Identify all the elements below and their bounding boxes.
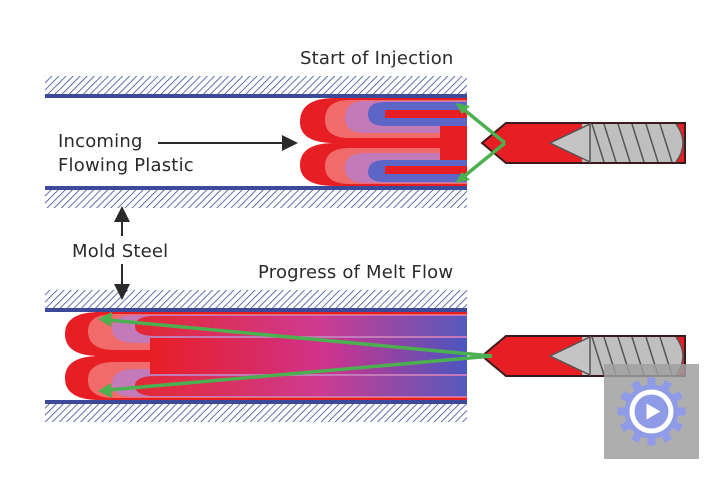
top-mold — [45, 76, 467, 208]
bottom-mold — [45, 290, 467, 422]
bottom-flow-arrows — [98, 312, 493, 398]
top-mold-lower-wall — [45, 190, 467, 208]
bottom-mold-lower-wall — [45, 404, 467, 422]
start-of-injection-label: Start of Injection — [300, 48, 454, 69]
gear-play-icon — [617, 377, 686, 446]
incoming-label-line1: Incoming — [58, 131, 143, 152]
progress-of-melt-flow-label: Progress of Melt Flow — [258, 262, 454, 283]
video-badge[interactable] — [604, 364, 699, 459]
top-melt-front — [300, 98, 467, 186]
bottom-mold-upper-wall — [45, 290, 467, 308]
mold-steel-label: Mold Steel — [72, 241, 169, 262]
incoming-label-line2: Flowing Plastic — [58, 155, 194, 176]
bottom-melt-front — [65, 312, 467, 400]
top-mold-upper-wall — [45, 76, 467, 94]
top-nozzle — [480, 122, 686, 164]
top-flow-arrows — [455, 103, 507, 183]
label-arrows — [114, 135, 298, 300]
